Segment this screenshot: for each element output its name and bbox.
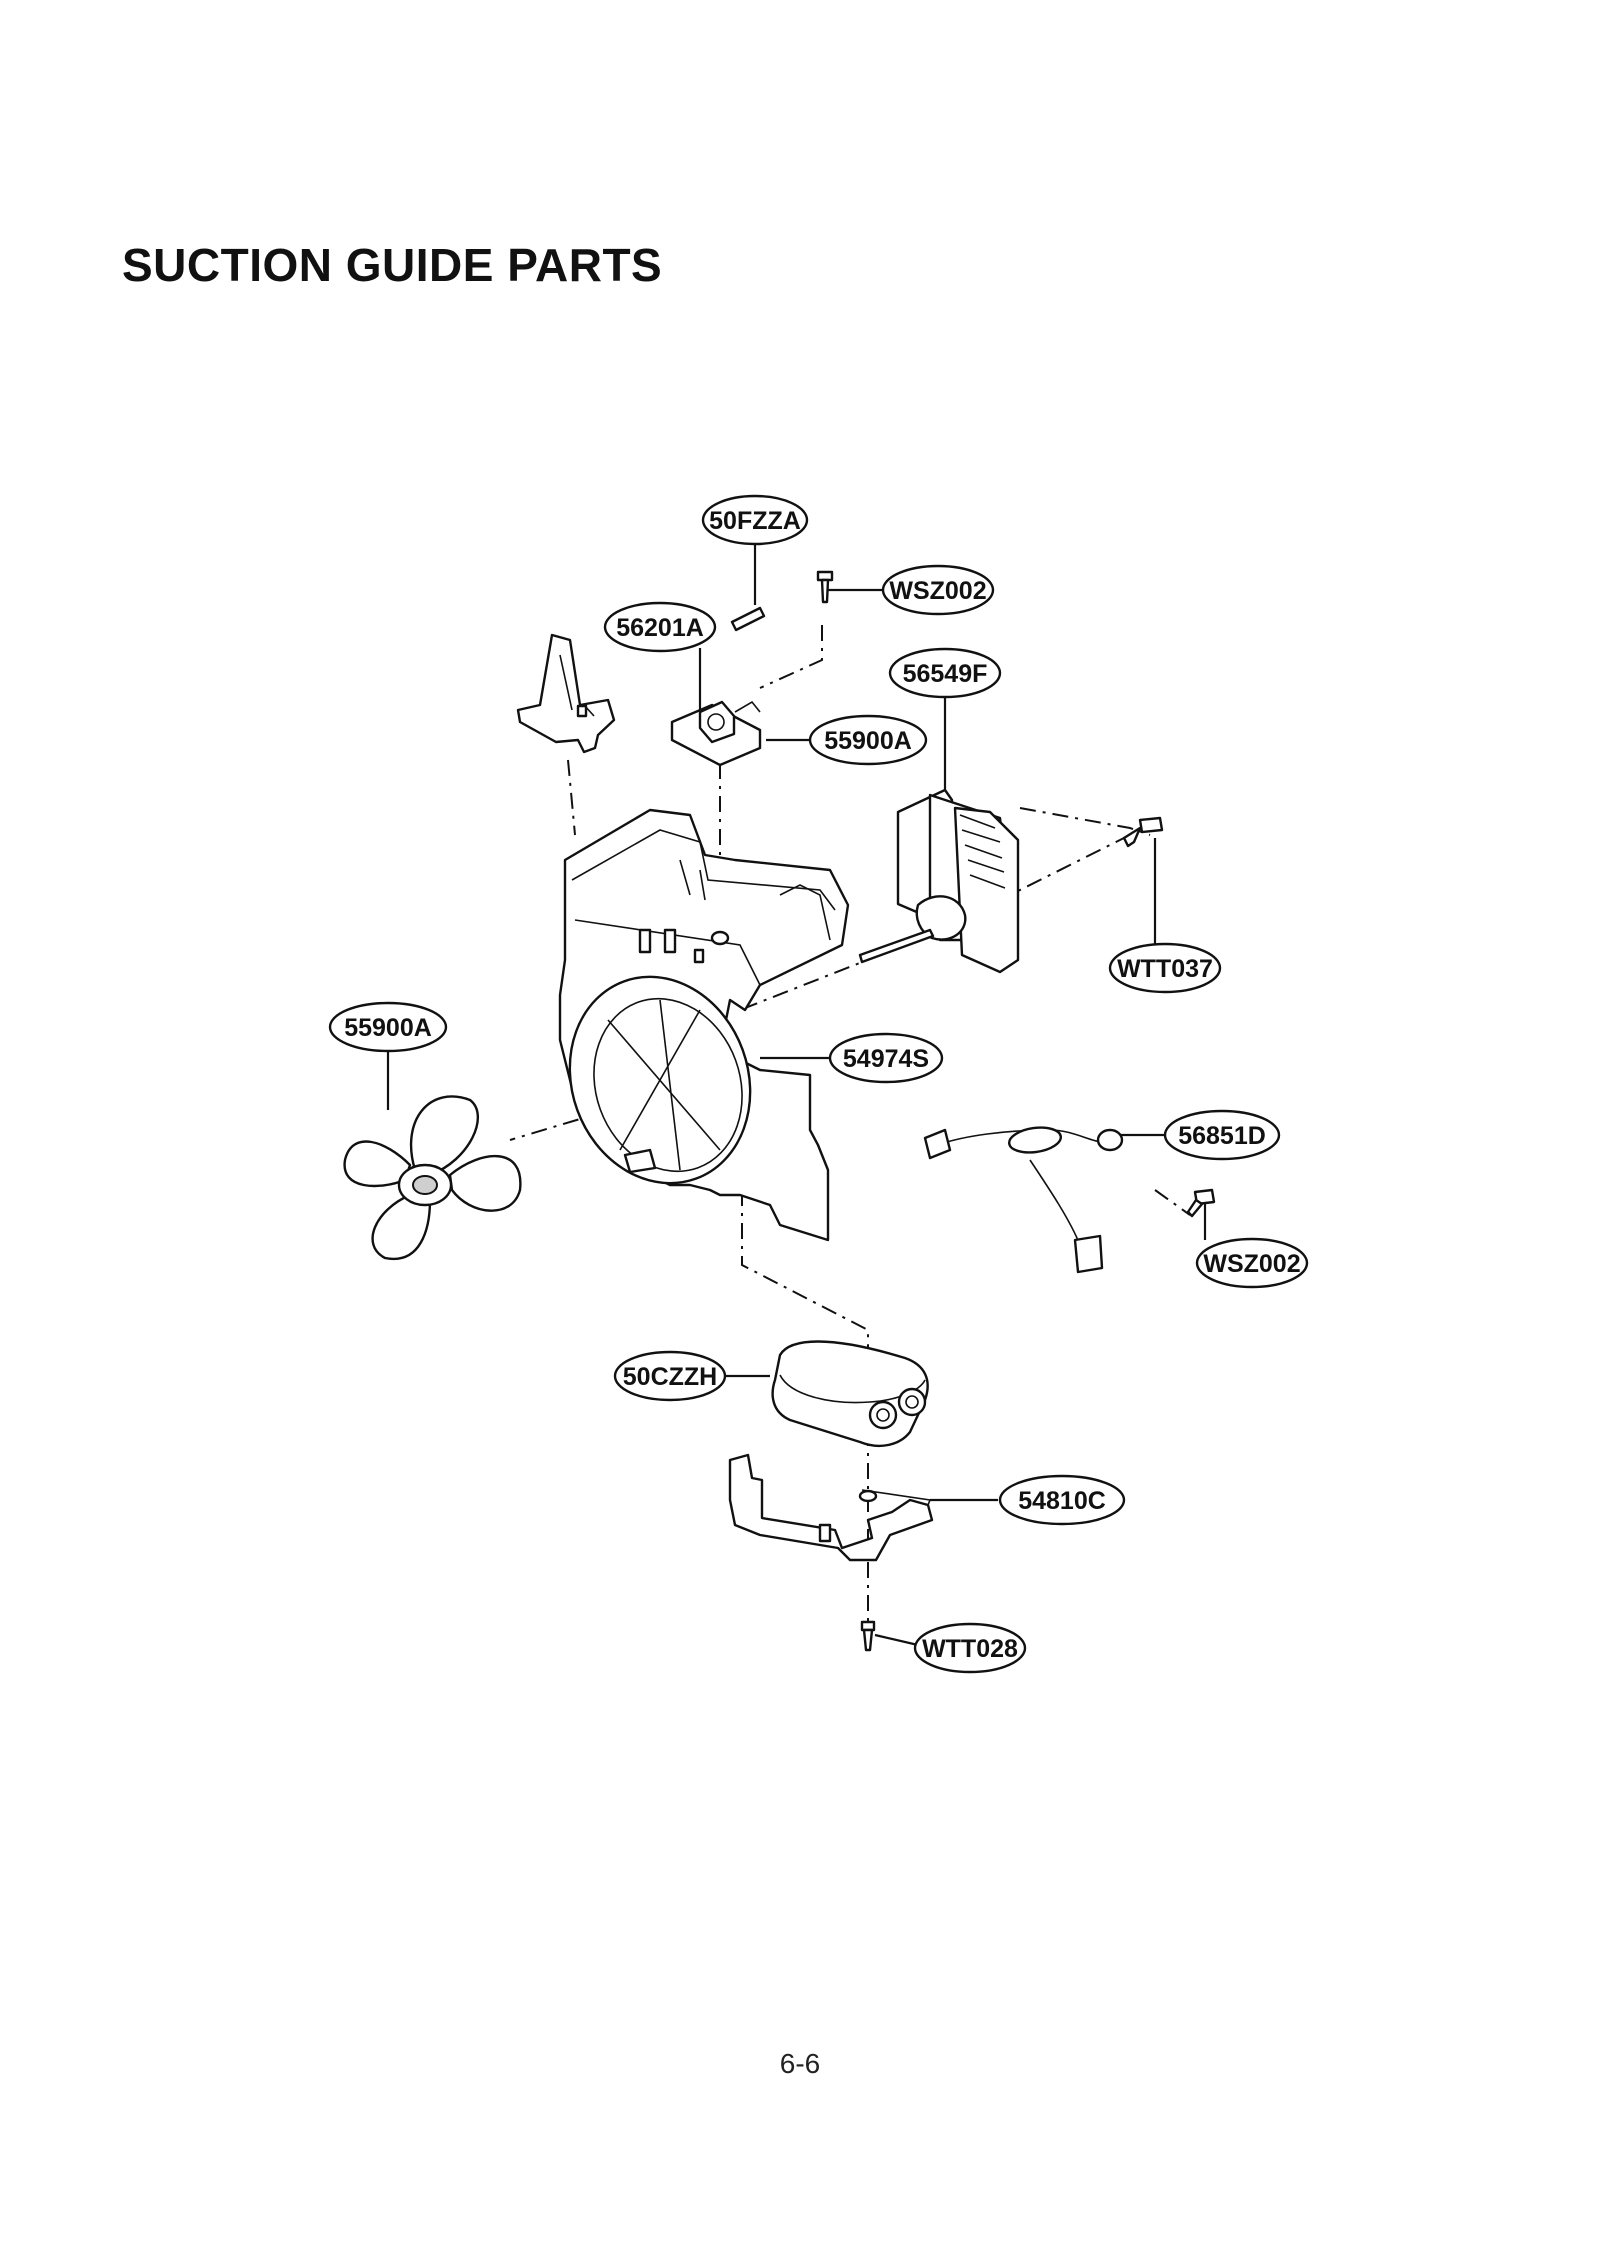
- capacitor-part: [771, 1340, 929, 1447]
- svg-text:WTT037: WTT037: [1117, 955, 1213, 983]
- callout-56549f: 56549F: [888, 647, 1002, 699]
- screw-part-top: [816, 570, 834, 604]
- page-number: 6-6: [779, 2048, 821, 2079]
- fan-blade-part: [343, 1095, 522, 1261]
- svg-text:56851D: 56851D: [1178, 1122, 1266, 1150]
- screw-part-right: [1186, 1188, 1216, 1218]
- svg-text:56201A: 56201A: [616, 614, 704, 642]
- callout-54974s: 54974S: [828, 1032, 944, 1084]
- svg-text:50CZZH: 50CZZH: [623, 1363, 717, 1391]
- callout-wsz002-right: WSZ002: [1195, 1237, 1309, 1289]
- capacitor-bracket-part: [728, 1453, 934, 1562]
- page-title: SUCTION GUIDE PARTS: [122, 239, 663, 291]
- callout-56201a: 56201A: [603, 601, 717, 653]
- svg-text:55900A: 55900A: [344, 1014, 432, 1042]
- callout-55900a-top: 55900A: [808, 714, 928, 766]
- callout-56851d: 56851D: [1163, 1109, 1281, 1161]
- pin-part: [730, 606, 766, 632]
- svg-text:50FZZA: 50FZZA: [709, 507, 801, 535]
- callout-wtt037: WTT037: [1108, 942, 1222, 994]
- svg-text:54974S: 54974S: [843, 1045, 929, 1073]
- callout-wtt028: WTT028: [913, 1622, 1027, 1674]
- svg-text:56549F: 56549F: [903, 660, 988, 688]
- bracket-part: [516, 633, 616, 754]
- callout-55900a-left: 55900A: [328, 1001, 448, 1053]
- switch-assembly-part: [670, 700, 762, 767]
- screw-part-wtt028: [860, 1620, 876, 1652]
- svg-text:WSZ002: WSZ002: [889, 577, 986, 605]
- suction-guide-housing-part: [558, 808, 850, 1242]
- callout-wsz002-top: WSZ002: [881, 564, 995, 616]
- callout-50czzh: 50CZZH: [613, 1350, 727, 1402]
- screw-part-wtt037: [1122, 816, 1164, 848]
- svg-text:WSZ002: WSZ002: [1203, 1250, 1300, 1278]
- svg-text:54810C: 54810C: [1018, 1487, 1106, 1515]
- svg-text:55900A: 55900A: [824, 727, 912, 755]
- svg-text:WTT028: WTT028: [922, 1635, 1018, 1663]
- callout-50fzza: 50FZZA: [701, 494, 809, 546]
- callout-54810c: 54810C: [998, 1474, 1126, 1526]
- wire-harness-part: [923, 1126, 1124, 1274]
- fan-motor-part: [858, 788, 1020, 974]
